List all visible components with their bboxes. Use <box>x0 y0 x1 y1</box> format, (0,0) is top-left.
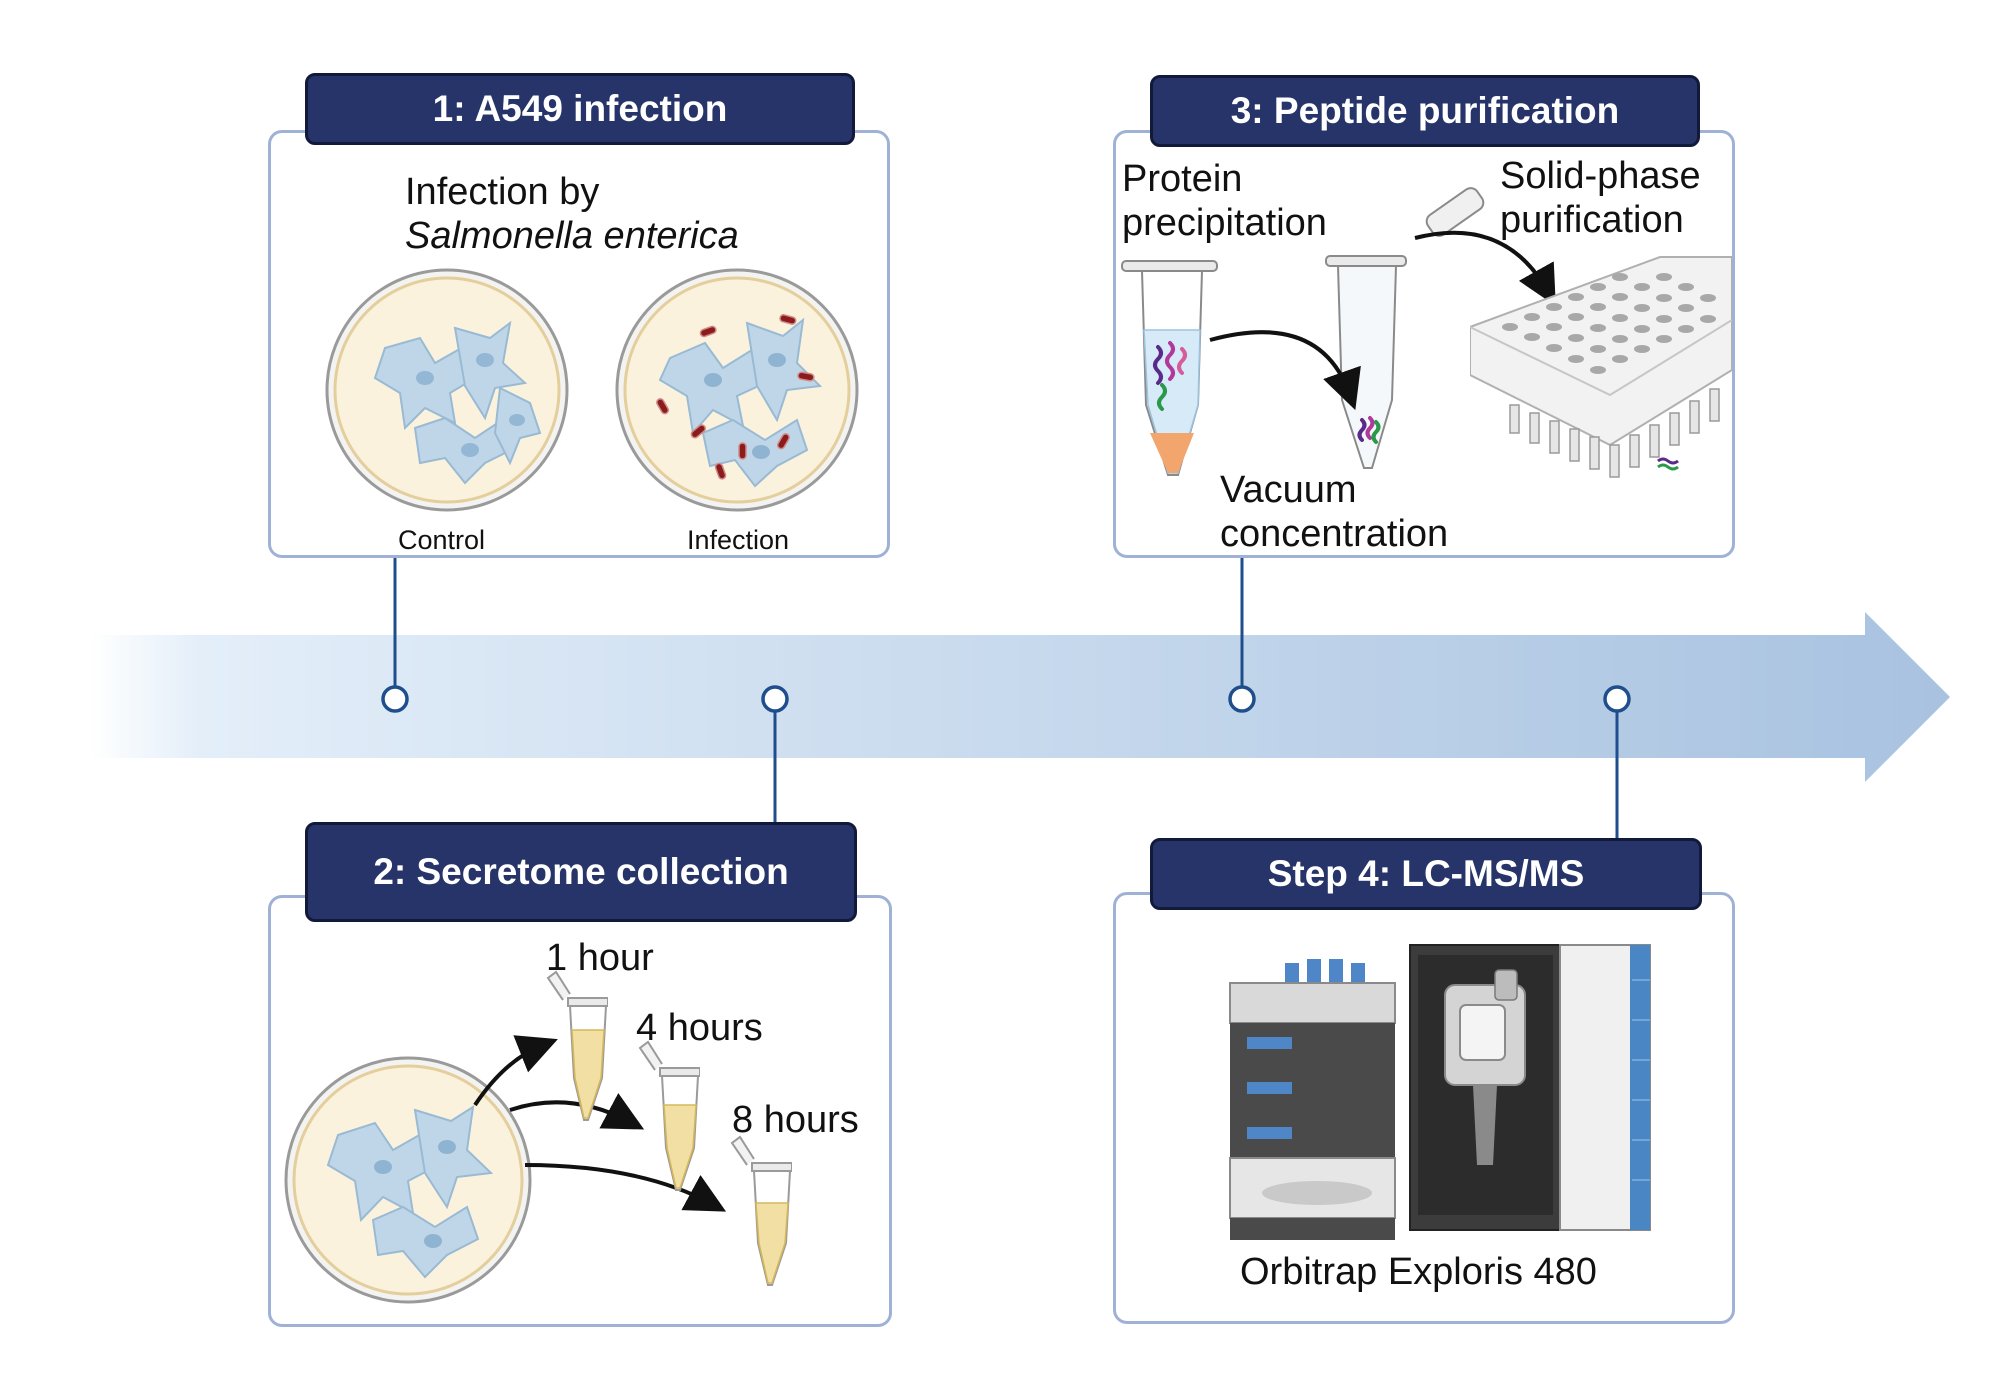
label-protein-precipitation-line2: precipitation <box>1122 202 1327 244</box>
label-vacuum-line1: Vacuum <box>1220 469 1357 511</box>
lc-system-icon <box>1229 959 1396 1240</box>
label-vacuum-line2: concentration <box>1220 513 1449 555</box>
timepoint-1h: 1 hour <box>546 937 654 979</box>
bacteria-icon <box>656 314 815 480</box>
microtube-4h-icon <box>638 1040 700 1191</box>
step1-title: 1: A549 infection <box>305 73 855 145</box>
timeline-node-step2 <box>761 685 789 713</box>
timeline-node-step3 <box>1228 685 1256 713</box>
step3-title: 3: Peptide purification <box>1150 75 1700 147</box>
label-protein-precipitation-line1: Protein <box>1122 158 1243 200</box>
petri-dish-control-icon <box>325 268 569 512</box>
instrument-label: Orbitrap Exploris 480 <box>1240 1251 1597 1293</box>
step1-subtitle-line2: Salmonella enterica <box>405 215 739 257</box>
label-spe-line1: Solid-phase <box>1500 155 1701 197</box>
spe-cartridge-icon <box>1425 187 1485 237</box>
step4-title: Step 4: LC-MS/MS <box>1150 838 1702 910</box>
timeline-node-step1 <box>381 685 409 713</box>
timeline-node-step4 <box>1603 685 1631 713</box>
microtube-8h-icon <box>730 1135 792 1286</box>
dish-label-infection: Infection <box>687 525 790 555</box>
dish-label-control: Control <box>398 525 486 555</box>
microtube-1h-icon <box>546 970 608 1121</box>
label-spe-line2: purification <box>1500 199 1684 241</box>
step2-title: 2: Secretome collection <box>305 822 857 922</box>
microtube-precipitation-icon <box>1121 260 1218 476</box>
petri-dish-secretome-icon <box>284 1056 532 1304</box>
petri-dish-infection-icon <box>615 268 859 512</box>
well-plate-icon <box>1470 256 1732 478</box>
timepoint-4h: 4 hours <box>636 1007 763 1049</box>
mass-spectrometer-icon <box>1409 944 1651 1231</box>
step1-subtitle-line1: Infection by <box>405 171 600 213</box>
timepoint-8h: 8 hours <box>732 1099 859 1141</box>
